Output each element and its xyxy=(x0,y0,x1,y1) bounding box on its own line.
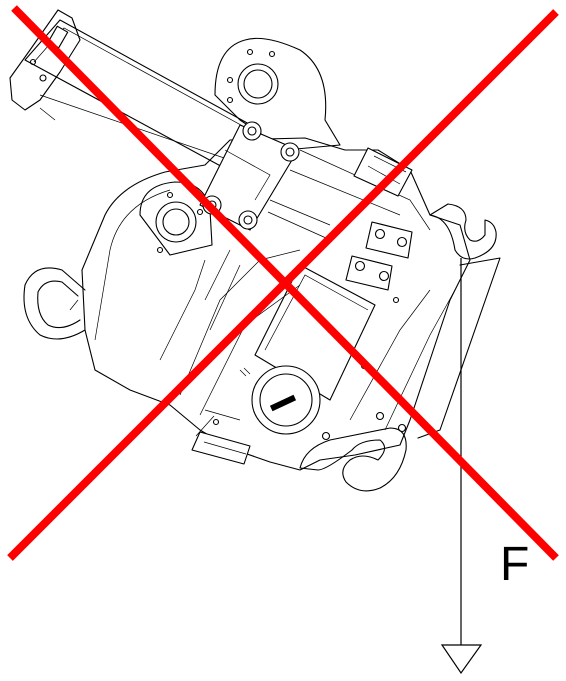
lower-hook xyxy=(299,411,407,492)
arrow-head-icon xyxy=(440,644,483,675)
main-body xyxy=(81,137,471,471)
upper-arm xyxy=(9,9,261,171)
left-handle xyxy=(23,267,86,340)
upper-ear xyxy=(214,37,341,151)
right-brackets xyxy=(345,147,413,291)
upper-hook xyxy=(417,203,501,439)
force-label: F xyxy=(500,538,529,591)
force-arrow xyxy=(440,258,483,675)
cross-stroke-2 xyxy=(11,5,559,561)
lower-foot xyxy=(191,409,251,465)
cross-out-icon xyxy=(7,5,559,561)
coupler-drawing xyxy=(9,9,501,492)
cylinder-cap xyxy=(239,365,321,435)
